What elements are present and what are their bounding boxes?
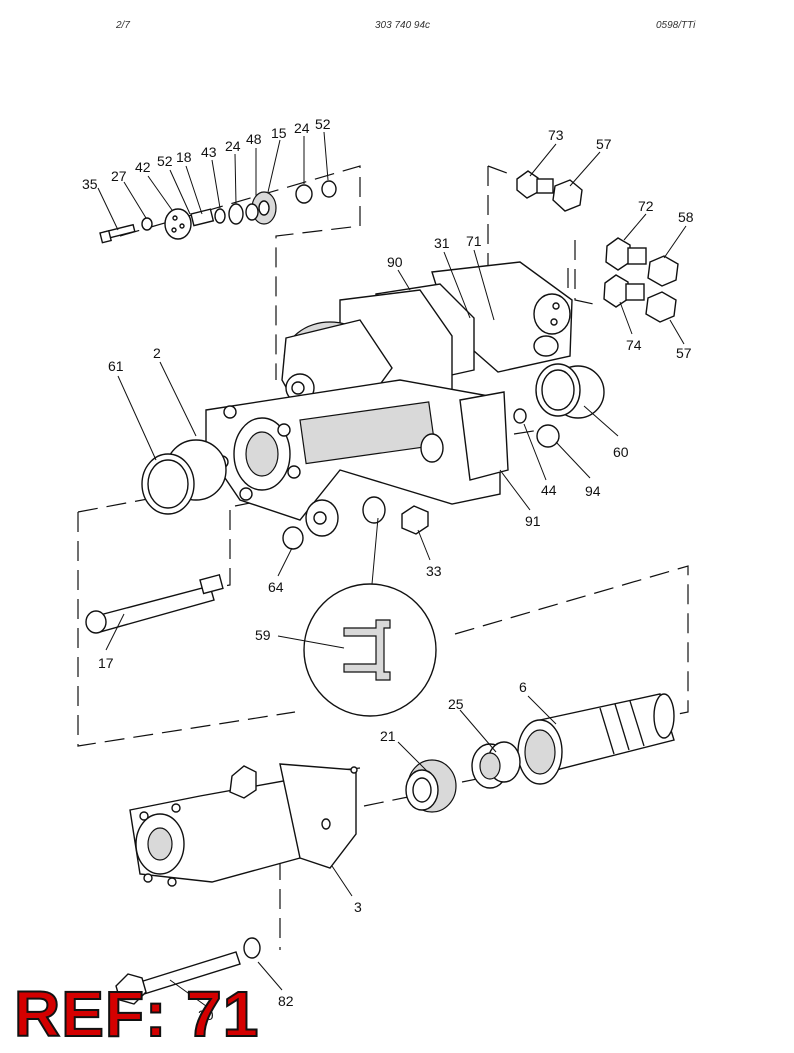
callout-25: 25	[448, 696, 464, 712]
bolt-17	[85, 573, 224, 634]
washer-27	[141, 217, 153, 231]
splined-shaft-6	[517, 693, 675, 785]
callout-73: 73	[548, 127, 564, 143]
sleeve-60	[535, 363, 605, 419]
bolt-30	[115, 951, 241, 1005]
nut-57-top	[552, 179, 583, 212]
callout-42: 42	[135, 159, 151, 175]
callout-52: 52	[157, 153, 173, 169]
gasket-91	[459, 391, 509, 481]
nut-33	[401, 505, 429, 535]
callout-48: 48	[246, 131, 262, 147]
washer-82	[243, 937, 261, 959]
callout-17: 17	[98, 655, 114, 671]
callout-74: 74	[626, 337, 642, 353]
washer-24b	[295, 184, 313, 204]
detail-circle-59	[303, 517, 437, 717]
callout-24b: 24	[294, 120, 310, 136]
callout-52b: 52	[315, 116, 331, 132]
callout-21: 21	[380, 728, 396, 744]
callout-15: 15	[271, 125, 287, 141]
callout-27: 27	[111, 168, 127, 184]
callout-30: 30	[198, 1007, 214, 1023]
main-body	[205, 379, 501, 537]
callout-64: 64	[268, 579, 284, 595]
callout-58: 58	[678, 209, 694, 225]
spacer-24	[228, 203, 244, 225]
sleeve-61	[141, 439, 227, 515]
bushing-59-small	[362, 496, 386, 524]
callout-18: 18	[176, 149, 192, 165]
fitting-73	[516, 170, 554, 199]
needle-bearing-21	[405, 759, 457, 813]
callout-90: 90	[387, 254, 403, 270]
callout-44: 44	[541, 482, 557, 498]
callout-59: 59	[255, 627, 271, 643]
callout-6: 6	[519, 679, 527, 695]
callout-91: 91	[525, 513, 541, 529]
callout-33: 33	[426, 563, 442, 579]
callout-35: 35	[82, 176, 98, 192]
o-ring-43	[214, 208, 226, 224]
callout-3: 3	[354, 899, 362, 915]
o-ring-44	[513, 408, 527, 424]
nut-58	[647, 255, 679, 287]
callout-31: 31	[434, 235, 450, 251]
nut-57-lower	[645, 291, 677, 323]
callout-61: 61	[108, 358, 124, 374]
o-ring-94	[536, 424, 560, 448]
callout-82: 82	[278, 993, 294, 1009]
callout-43: 43	[201, 144, 217, 160]
callout-numbers: 35 27 42 52 18 43 24 48 15 24 52 73 57 7…	[82, 116, 694, 1023]
callout-57-top: 57	[596, 136, 612, 152]
screw-35	[99, 223, 136, 244]
bearing-25	[471, 741, 521, 789]
callout-94: 94	[585, 483, 601, 499]
callout-57-lower: 57	[676, 345, 692, 361]
page-number: 2/7	[116, 20, 130, 31]
plug-64	[282, 526, 304, 550]
shaft-18	[190, 208, 215, 227]
fitting-72	[605, 237, 647, 271]
callout-72: 72	[638, 198, 654, 214]
callout-71: 71	[466, 233, 482, 249]
cover-42	[164, 208, 192, 240]
leader-lines	[97, 131, 687, 1007]
callout-24: 24	[225, 138, 241, 154]
fitting-74	[603, 274, 645, 308]
callout-2: 2	[153, 345, 161, 361]
bushing-52b	[321, 180, 337, 198]
revision-code: 0598/TTi	[656, 20, 696, 31]
housing-3	[129, 763, 358, 887]
reference-label: REF: 71	[13, 978, 260, 1050]
document-number: 303 740 94c	[375, 20, 431, 31]
gear-15	[245, 191, 277, 225]
callout-60: 60	[613, 444, 629, 460]
